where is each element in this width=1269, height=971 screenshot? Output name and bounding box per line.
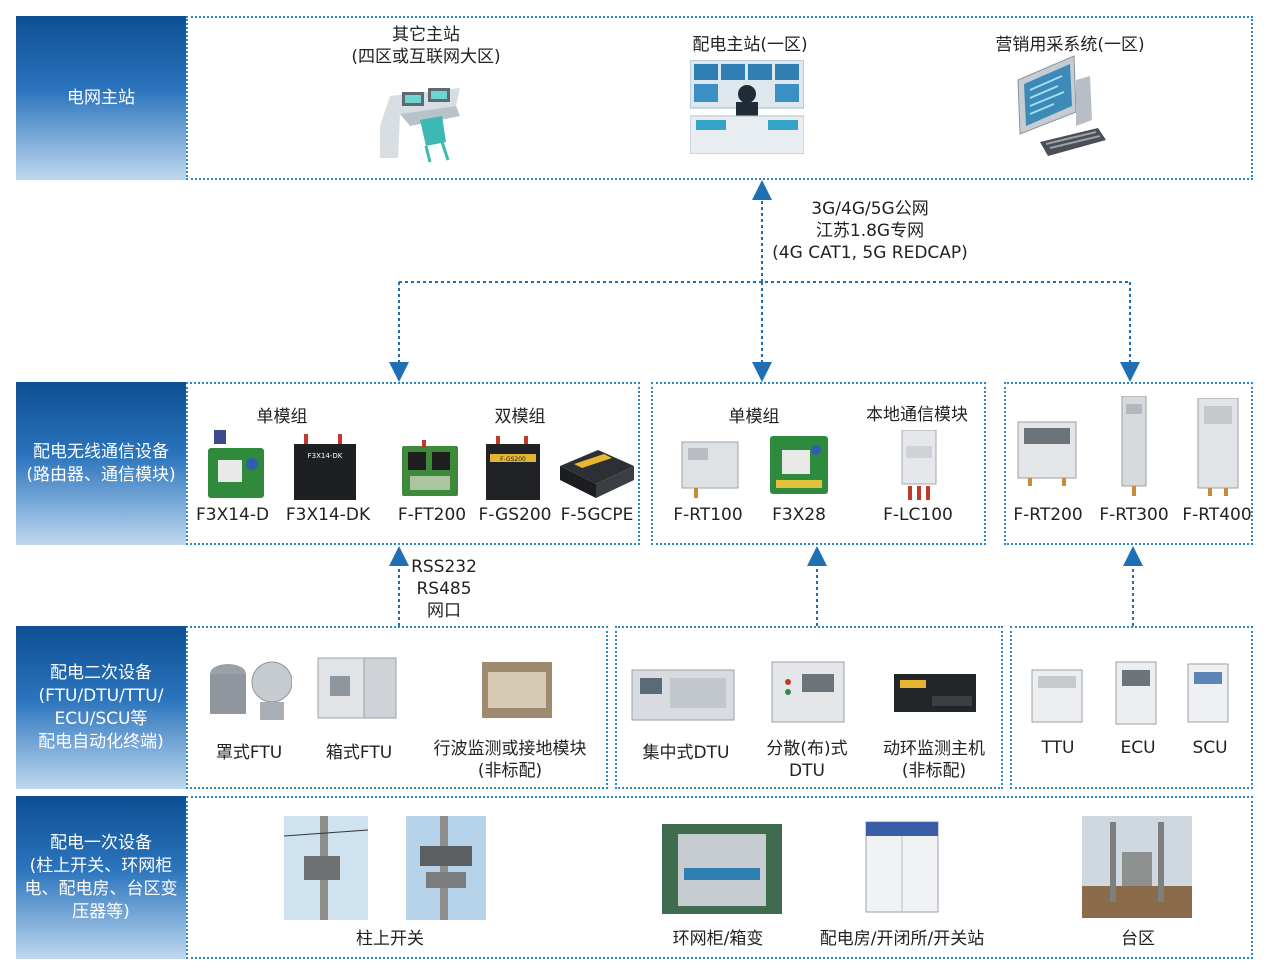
local-comm-module-label: 本地通信模块 <box>866 405 968 425</box>
device-f-5gcpe: F-5GCPE <box>560 505 634 525</box>
module-f-ft200-icon <box>402 440 458 496</box>
router-f3x14-dk-icon: F3X14-DK <box>294 434 356 500</box>
device-ttu: TTU <box>1041 738 1075 758</box>
gs-badge: F-GS200 <box>500 456 526 463</box>
traveling-wave-module-icon <box>482 662 552 718</box>
distribution-master-label: 配电主站(一区) <box>692 35 808 55</box>
wireless-group-3-box <box>1004 382 1253 545</box>
device-f3x14-dk: F3X14-DK <box>285 505 371 525</box>
device-f-ft200: F-FT200 <box>397 505 467 525</box>
module-f3x14-d-icon <box>208 430 264 498</box>
dual-module-label: 双模组 <box>494 407 546 427</box>
device-f-rt200: F-RT200 <box>1013 505 1083 525</box>
ring-main-unit-photo <box>662 824 782 914</box>
layer-label-secondary: 配电二次设备 (FTU/DTU/TTU/ ECU/SCU等 配电自动化终端) <box>16 626 186 789</box>
module-f-lc100-icon <box>901 430 937 500</box>
secondary-group-3-box <box>1010 626 1253 789</box>
device-box-ftu: 箱式FTU <box>325 743 393 763</box>
device-distributed-dtu: 分散(布)式 DTU <box>766 739 848 781</box>
serial-interface-note: RSS232 RS485 网口 <box>411 557 477 621</box>
ecu-icon <box>1115 661 1157 725</box>
pole-switch-photo-2 <box>406 816 486 920</box>
device-ecu: ECU <box>1120 738 1156 758</box>
computer-icon <box>1017 55 1106 156</box>
transformer-area-label: 台区 <box>1121 929 1155 949</box>
device-f-gs200: F-GS200 <box>478 505 552 525</box>
device-f3x14-d: F3X14-D <box>196 505 270 525</box>
ttu-icon <box>1031 669 1083 723</box>
device-f-rt400: F-RT400 <box>1182 505 1252 525</box>
central-dtu-icon <box>631 669 735 721</box>
layer-label-primary: 配电一次设备 (柱上开关、环网柜 电、配电房、台区变 压器等) <box>16 796 186 959</box>
pole-ftu-icon <box>210 661 292 720</box>
distribution-room-photo <box>865 821 939 913</box>
primary-equipment-box <box>186 796 1253 959</box>
pole-switch-label: 柱上开关 <box>356 929 424 949</box>
transformer-area-photo <box>1082 816 1192 918</box>
marketing-system-label: 营销用采系统(一区) <box>995 35 1145 55</box>
device-f-rt300-icon <box>1121 396 1147 496</box>
ring-main-unit-label: 环网柜/箱变 <box>672 929 764 949</box>
device-scu: SCU <box>1192 738 1228 758</box>
scu-icon <box>1187 663 1229 723</box>
device-f3x28: F3X28 <box>772 505 826 525</box>
network-note: 3G/4G/5G公网 江苏1.8G专网 (4G CAT1, 5G REDCAP) <box>772 199 968 263</box>
layer-label-master: 电网主站 <box>16 16 186 180</box>
cpe-f-5gcpe-icon <box>560 450 634 498</box>
device-f-rt200-icon <box>1017 421 1077 486</box>
secondary-group-1-box <box>186 626 608 789</box>
pole-switch-photo-1 <box>284 816 368 920</box>
wireless-group-1-box <box>186 382 640 545</box>
device-f-lc100: F-LC100 <box>883 505 953 525</box>
box-ftu-icon <box>317 657 397 719</box>
device-central-dtu: 集中式DTU <box>642 743 730 763</box>
device-f-rt100-icon <box>681 441 739 498</box>
device-f-rt100: F-RT100 <box>673 505 743 525</box>
master-station-box <box>186 16 1253 180</box>
device-environment-monitor-host: 动环监测主机 (非标配) <box>883 739 985 781</box>
device-traveling-wave-module: 行波监测或接地模块 (非标配) <box>433 739 587 781</box>
control-room-icon <box>690 60 804 154</box>
secondary-group-2-box <box>615 626 1003 789</box>
other-master-label: 其它主站 (四区或互联网大区) <box>351 25 501 67</box>
control-desk-icon <box>380 88 460 163</box>
module-f3x28-icon <box>770 436 828 494</box>
environment-monitor-host-icon <box>894 674 976 712</box>
single-module-label-2: 单模组 <box>728 407 780 427</box>
device-f-rt300: F-RT300 <box>1099 505 1169 525</box>
distribution-room-label: 配电房/开闭所/开关站 <box>819 929 985 949</box>
device-f-rt400-icon <box>1197 398 1239 496</box>
single-module-label: 单模组 <box>256 407 308 427</box>
router-f-gs200-icon: F-GS200 <box>486 436 540 500</box>
router-badge: F3X14-DK <box>308 452 343 460</box>
wireless-group-2-box <box>651 382 986 545</box>
distributed-dtu-icon <box>771 661 845 723</box>
device-pole-ftu: 罩式FTU <box>215 743 283 763</box>
layer-label-wireless: 配电无线通信设备 (路由器、通信模块) <box>16 382 186 545</box>
